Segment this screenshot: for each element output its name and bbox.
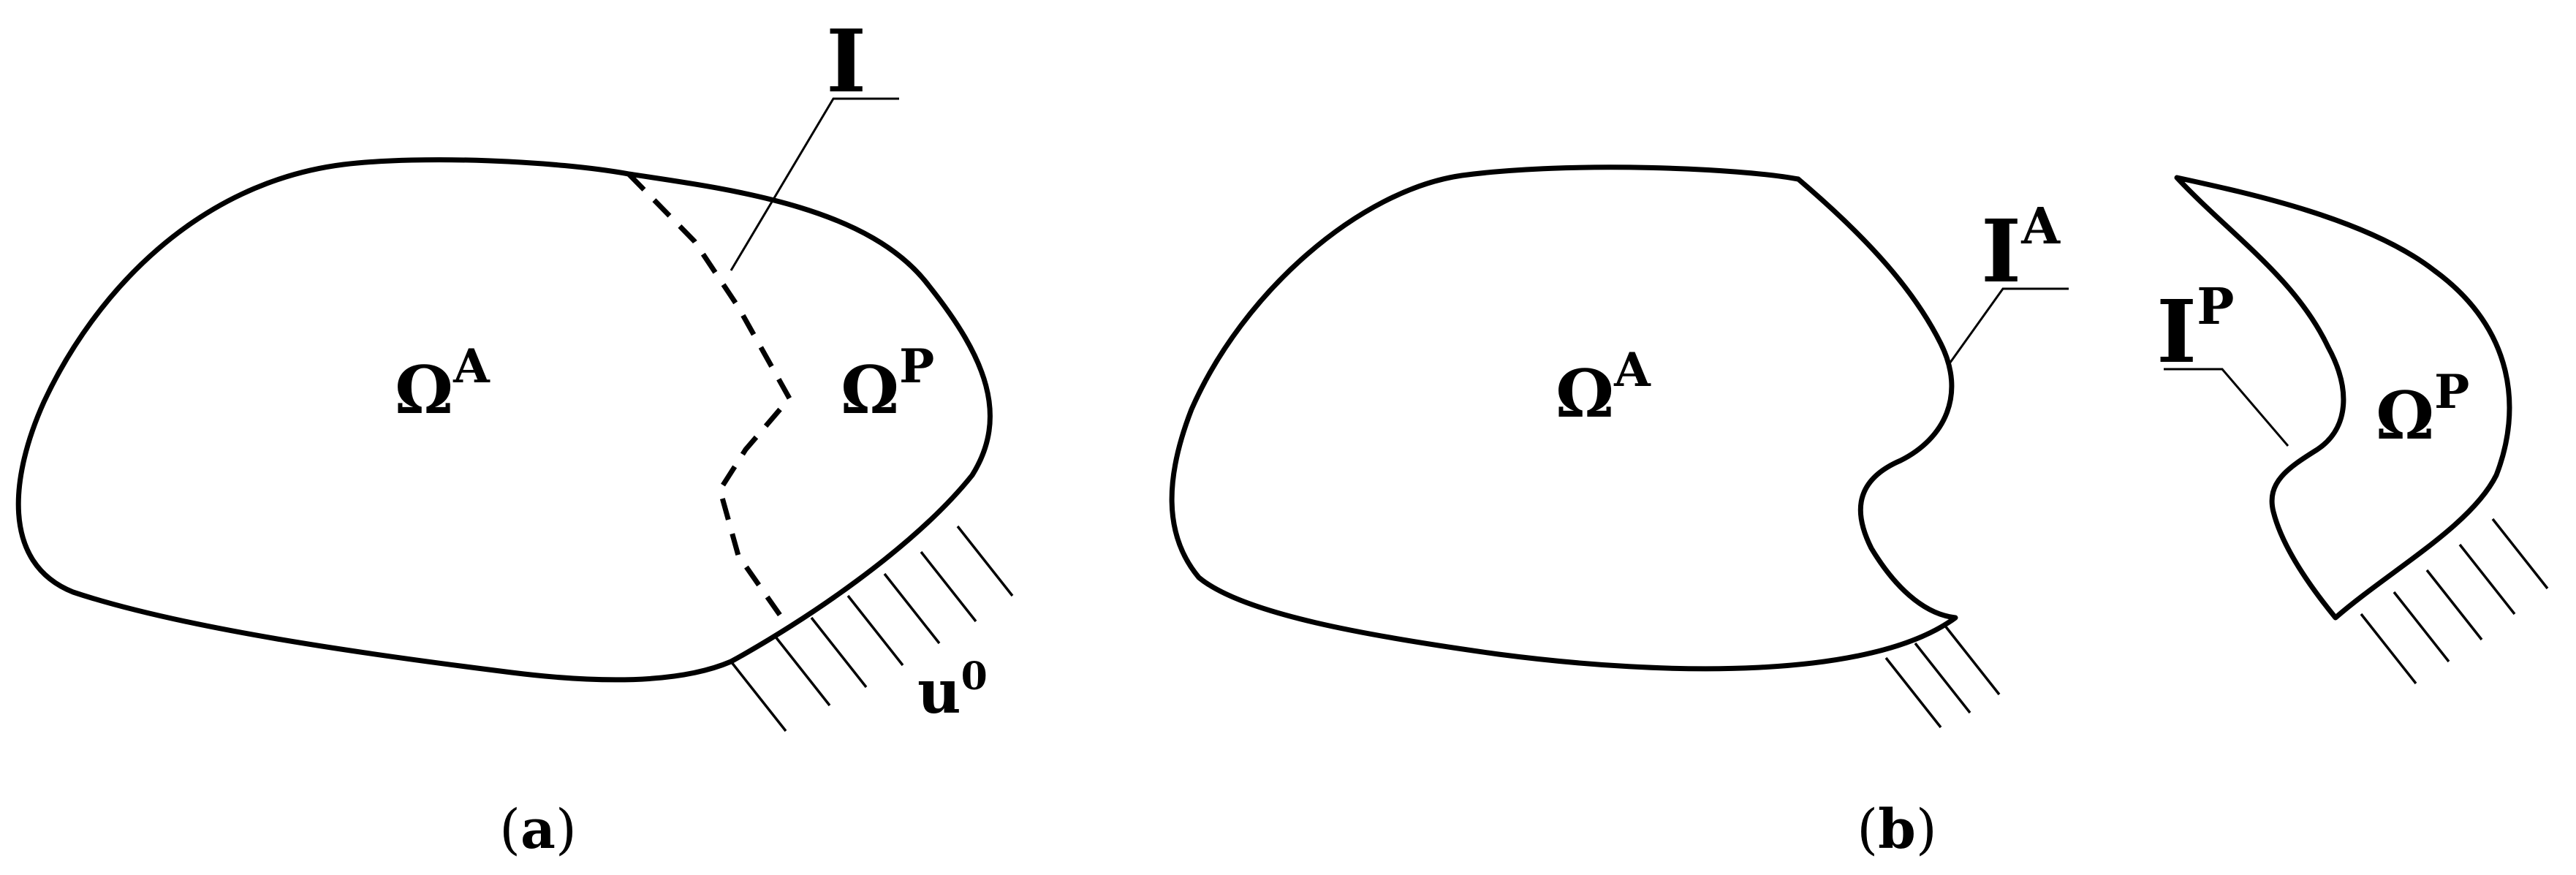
panel-b-passive-hatching — [2360, 518, 2549, 685]
panel-a-interface-leader — [730, 97, 899, 271]
panel-a-caption: (a) — [499, 798, 577, 861]
panel-b-interface-a-leader — [1947, 287, 2069, 366]
panel-a-hatching — [730, 525, 1014, 732]
panel-b-interface-p-label: IP — [2156, 278, 2234, 382]
panel-b-interface-a-label: IA — [1981, 197, 2061, 302]
panel-a-interface-dashed-line — [626, 172, 793, 631]
panel-b-caption: (b) — [1857, 798, 1937, 861]
panel-a-interface-label: I — [826, 10, 866, 112]
panel-a: I ΩA ΩP u0 (a) — [15, 10, 1014, 861]
panel-b-omega-p-label: ΩP — [2376, 365, 2469, 455]
panel-a-omega-p-label: ΩP — [841, 339, 934, 429]
panel-b-omega-a-label: ΩA — [1556, 343, 1651, 433]
panel-a-u0-label: u0 — [917, 654, 988, 727]
panel-a-omega-a-label: ΩA — [395, 339, 490, 429]
panel-b-passive-domain-outline — [2174, 175, 2512, 621]
panel-a-domain-outline — [15, 157, 993, 683]
panel-b-active-domain-outline — [1169, 164, 1958, 672]
panel-b-interface-p-leader — [2164, 368, 2289, 447]
panel-b: IA IP ΩA ΩP (b) — [1169, 164, 2549, 861]
panel-b-active-hatching — [1884, 624, 2001, 729]
